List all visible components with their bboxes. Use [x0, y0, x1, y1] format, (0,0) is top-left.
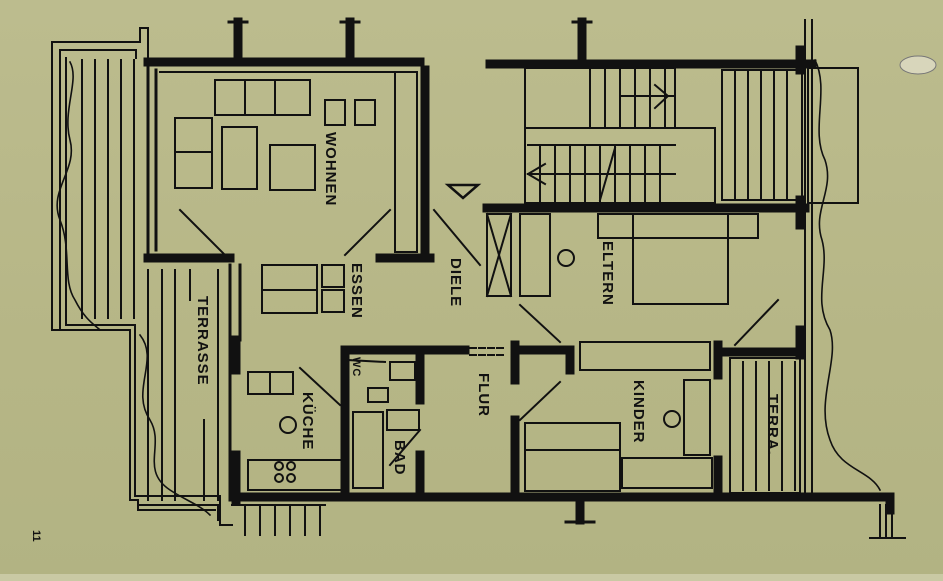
- left-terrace: [51, 27, 233, 526]
- walls: [143, 17, 895, 525]
- room-label-flur: FLUR: [475, 373, 492, 417]
- room-label-wc: WC: [350, 357, 362, 378]
- room-label-eltern: ELTERN: [599, 241, 616, 306]
- page-number: 11: [30, 530, 42, 542]
- room-label-kueche: KÜCHE: [299, 392, 316, 451]
- furniture: [159, 19, 906, 539]
- paper-smudge: [899, 55, 937, 75]
- room-label-terrasse-left: TERRASSE: [194, 296, 211, 386]
- page-edge: [0, 574, 943, 581]
- room-label-kinder: KINDER: [630, 380, 647, 444]
- room-label-wohnen: WOHNEN: [322, 132, 339, 207]
- room-label-diele: DIELE: [447, 258, 464, 308]
- room-label-terrasse-right: TERRA.: [764, 394, 781, 456]
- room-label-essen: ESSEN: [348, 263, 365, 319]
- room-label-bad: BAD: [391, 440, 408, 476]
